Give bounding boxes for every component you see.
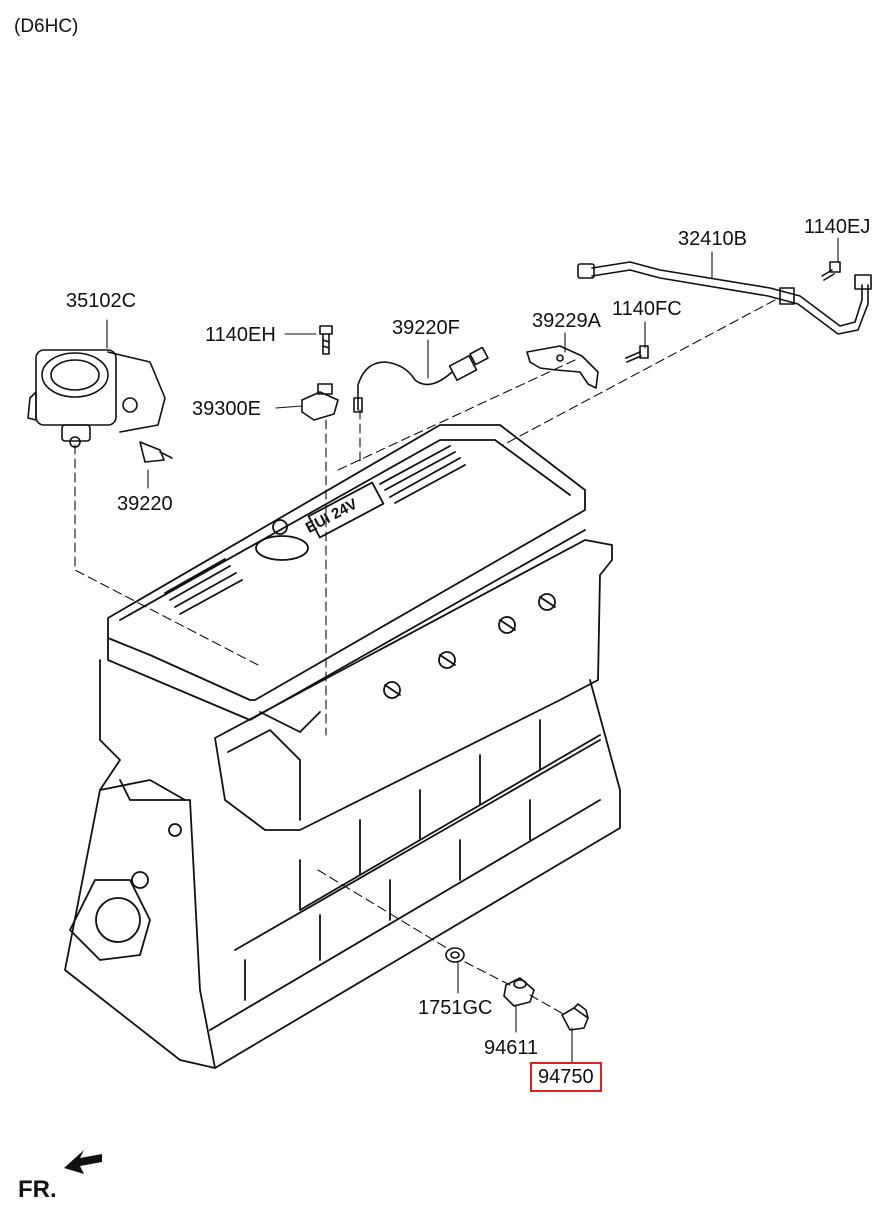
sensor-94750[interactable]: [561, 1003, 589, 1031]
callout-1140FC[interactable]: 1140FC: [612, 298, 682, 320]
callout-39300E[interactable]: 39300E: [192, 398, 261, 420]
callout-32410B[interactable]: 32410B: [678, 228, 747, 250]
leader-lines: [74, 299, 776, 1016]
callout-39229A[interactable]: 39229A: [532, 310, 601, 332]
callout-39220F[interactable]: 39220F: [392, 317, 460, 339]
throttle-body-35102C[interactable]: [27, 349, 166, 448]
front-direction-arrow: [64, 1150, 102, 1174]
front-label: FR.: [18, 1176, 57, 1203]
engine-code: (D6HC): [14, 16, 79, 37]
callout-94611[interactable]: 94611: [484, 1037, 539, 1059]
sensor-39300E[interactable]: [301, 383, 339, 421]
sensor-39220[interactable]: [139, 441, 173, 463]
bolt-1140EJ[interactable]: [821, 261, 841, 281]
callout-39220[interactable]: 39220: [117, 493, 173, 515]
pipe-32410B[interactable]: [577, 261, 872, 335]
callout-1140EH[interactable]: 1140EH: [205, 324, 276, 346]
callout-1140EJ[interactable]: 1140EJ: [804, 216, 871, 238]
engine-block: [64, 424, 621, 1069]
sensor-wire-39220F[interactable]: [353, 346, 489, 413]
callout-35102C[interactable]: 35102C: [66, 290, 137, 312]
bolt-1140EH[interactable]: [319, 325, 333, 355]
adapter-94611[interactable]: [503, 977, 535, 1007]
bracket-39229A[interactable]: [526, 345, 599, 389]
washer-1751GC[interactable]: [445, 947, 465, 963]
callout-1751GC[interactable]: 1751GC: [418, 997, 493, 1019]
bolt-1140FC[interactable]: [625, 345, 649, 363]
callout-94750-highlighted[interactable]: 94750: [530, 1062, 602, 1092]
